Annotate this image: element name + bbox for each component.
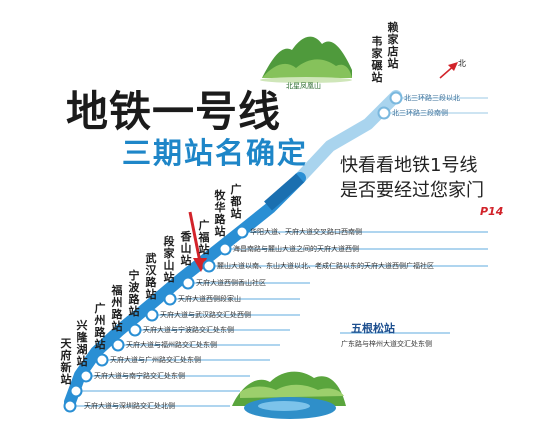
station-marker bbox=[69, 384, 83, 398]
station-name: 广州路站 bbox=[94, 302, 106, 351]
station-marker bbox=[79, 369, 93, 383]
station-name: 福州路站 bbox=[111, 284, 123, 333]
station-name: 广都站 bbox=[230, 183, 242, 220]
station-name: 香山站 bbox=[180, 230, 192, 267]
station-name: 天府新站 bbox=[60, 337, 72, 386]
teaser-text: 快看看地铁1号线 是否要经过您家门 bbox=[340, 153, 484, 203]
station-marker bbox=[111, 338, 125, 352]
branch-station-location: 广东路与梓州大道交汇处东侧 bbox=[341, 340, 432, 348]
station-marker bbox=[377, 106, 391, 120]
station-marker bbox=[389, 91, 403, 105]
station-name: 韦家碾站 bbox=[371, 35, 383, 84]
station-location: 海昌南路与麓山大道之间的天府大道西侧 bbox=[233, 245, 359, 253]
station-location: 天府大道与南宁路交汇处东侧 bbox=[94, 372, 185, 380]
station-name: 兴隆湖站 bbox=[76, 319, 88, 368]
station-location: 北三环路三段南侧 bbox=[392, 109, 448, 117]
station-marker bbox=[181, 276, 195, 290]
station-name: 广福站 bbox=[198, 219, 210, 256]
station-marker bbox=[145, 308, 159, 322]
station-name: 段家山站 bbox=[163, 235, 175, 284]
station-name: 牧华路站 bbox=[214, 189, 226, 238]
station-location: 天府大道与武汉路交汇处西侧 bbox=[160, 311, 251, 319]
station-marker bbox=[202, 259, 216, 273]
highlight-arrow-icon bbox=[188, 211, 207, 272]
station-markers bbox=[63, 91, 488, 413]
station-marker bbox=[235, 225, 249, 239]
station-location: 天府大道与深圳路交汇处北侧 bbox=[84, 402, 175, 410]
station-location: 天府大道与广州路交汇处东侧 bbox=[110, 356, 201, 364]
station-location: 天府大道西侧段家山 bbox=[178, 295, 241, 303]
page-reference: P14 bbox=[480, 205, 504, 218]
station-marker bbox=[218, 242, 232, 256]
branch-station-name: 五根松站 bbox=[351, 322, 395, 335]
station-location: 天府大道与福州路交汇处东侧 bbox=[126, 341, 217, 349]
new-line-section bbox=[64, 172, 306, 408]
north-arrow-icon bbox=[439, 62, 458, 79]
station-location: 华阳大道、天府大道交叉路口西南侧 bbox=[250, 228, 362, 236]
lake-icon bbox=[232, 371, 346, 419]
mountain-icon bbox=[260, 36, 352, 83]
station-name: 宁波路站 bbox=[128, 269, 140, 318]
station-location: 天府大道与宁波路交汇处东侧 bbox=[143, 326, 234, 334]
station-marker bbox=[128, 323, 142, 337]
station-name: 赖家店站 bbox=[387, 21, 399, 70]
station-location: 天府大道西侧香山社区 bbox=[196, 279, 266, 287]
compass-label: 北 bbox=[458, 59, 466, 68]
teaser-line-2: 是否要经过您家门 bbox=[340, 180, 484, 201]
station-marker bbox=[95, 353, 109, 367]
teaser-line-1: 快看看地铁1号线 bbox=[340, 155, 478, 176]
station-location: 麓山大道以南、东山大道以北、老成仁路以东的天府大道西侧广福社区 bbox=[217, 262, 434, 270]
station-marker bbox=[63, 399, 77, 413]
station-marker bbox=[163, 292, 177, 306]
station-name: 武汉路站 bbox=[145, 252, 157, 301]
headline-subtitle: 三期站名确定 bbox=[122, 136, 309, 170]
headline-title: 地铁一号线 bbox=[66, 87, 282, 136]
park-label: 北星凤凰山 bbox=[286, 82, 321, 90]
station-location: 北三环路三段以北 bbox=[404, 94, 460, 102]
